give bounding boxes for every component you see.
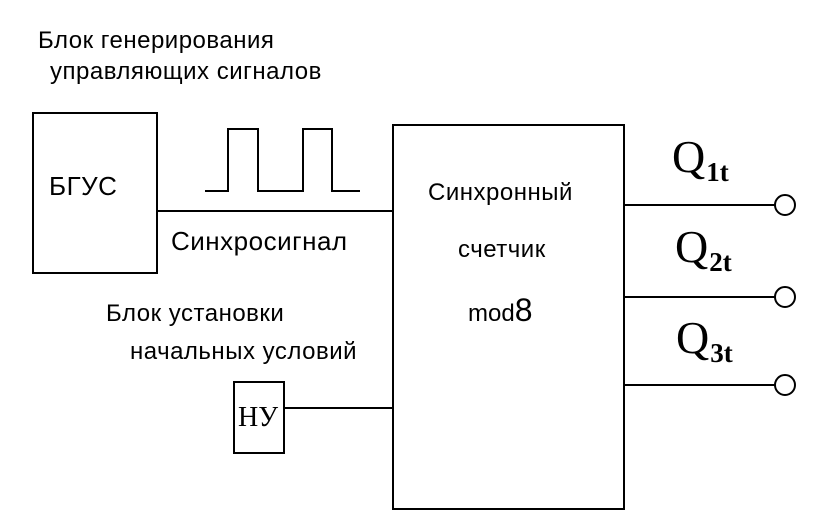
output-q3-subscript: 3t [710,338,733,368]
output-q1-subscript: 1t [706,157,729,187]
output-q2-terminal [774,286,796,308]
output-q1-letter: Q [672,131,706,182]
sync-counter-block [392,124,625,510]
init-block-caption-line1: Блок установки [106,300,285,327]
counter-mod-digit: 8 [514,292,533,328]
nu-block [233,381,285,454]
output-q1-label: Q1t [672,132,729,197]
output-q3-label: Q3t [676,313,733,378]
output-q3-terminal [774,374,796,396]
bgus-block [32,112,158,274]
gen-block-caption-line1: Блок генерирования [38,27,275,54]
output-q2-subscript: 2t [709,247,732,277]
bgus-label: БГУС [49,171,118,201]
gen-block-caption-line2: управляющих сигналов [50,58,322,85]
output-q3-letter: Q [676,312,710,363]
nu-label: НУ [238,402,279,433]
counter-mod-prefix: mod [468,300,515,327]
counter-title-line1: Синхронный [428,179,573,206]
init-block-caption-line2: начальных условий [130,338,358,365]
sync-signal-label: Синхросигнал [171,226,348,256]
counter-title-line2: счетчик [458,236,546,263]
output-q2-label: Q2t [675,222,732,287]
counter-mod-label: mod8 [468,292,532,329]
output-q2-letter: Q [675,221,709,272]
output-q1-terminal [774,194,796,216]
clock-pulse-waveform [205,128,360,192]
